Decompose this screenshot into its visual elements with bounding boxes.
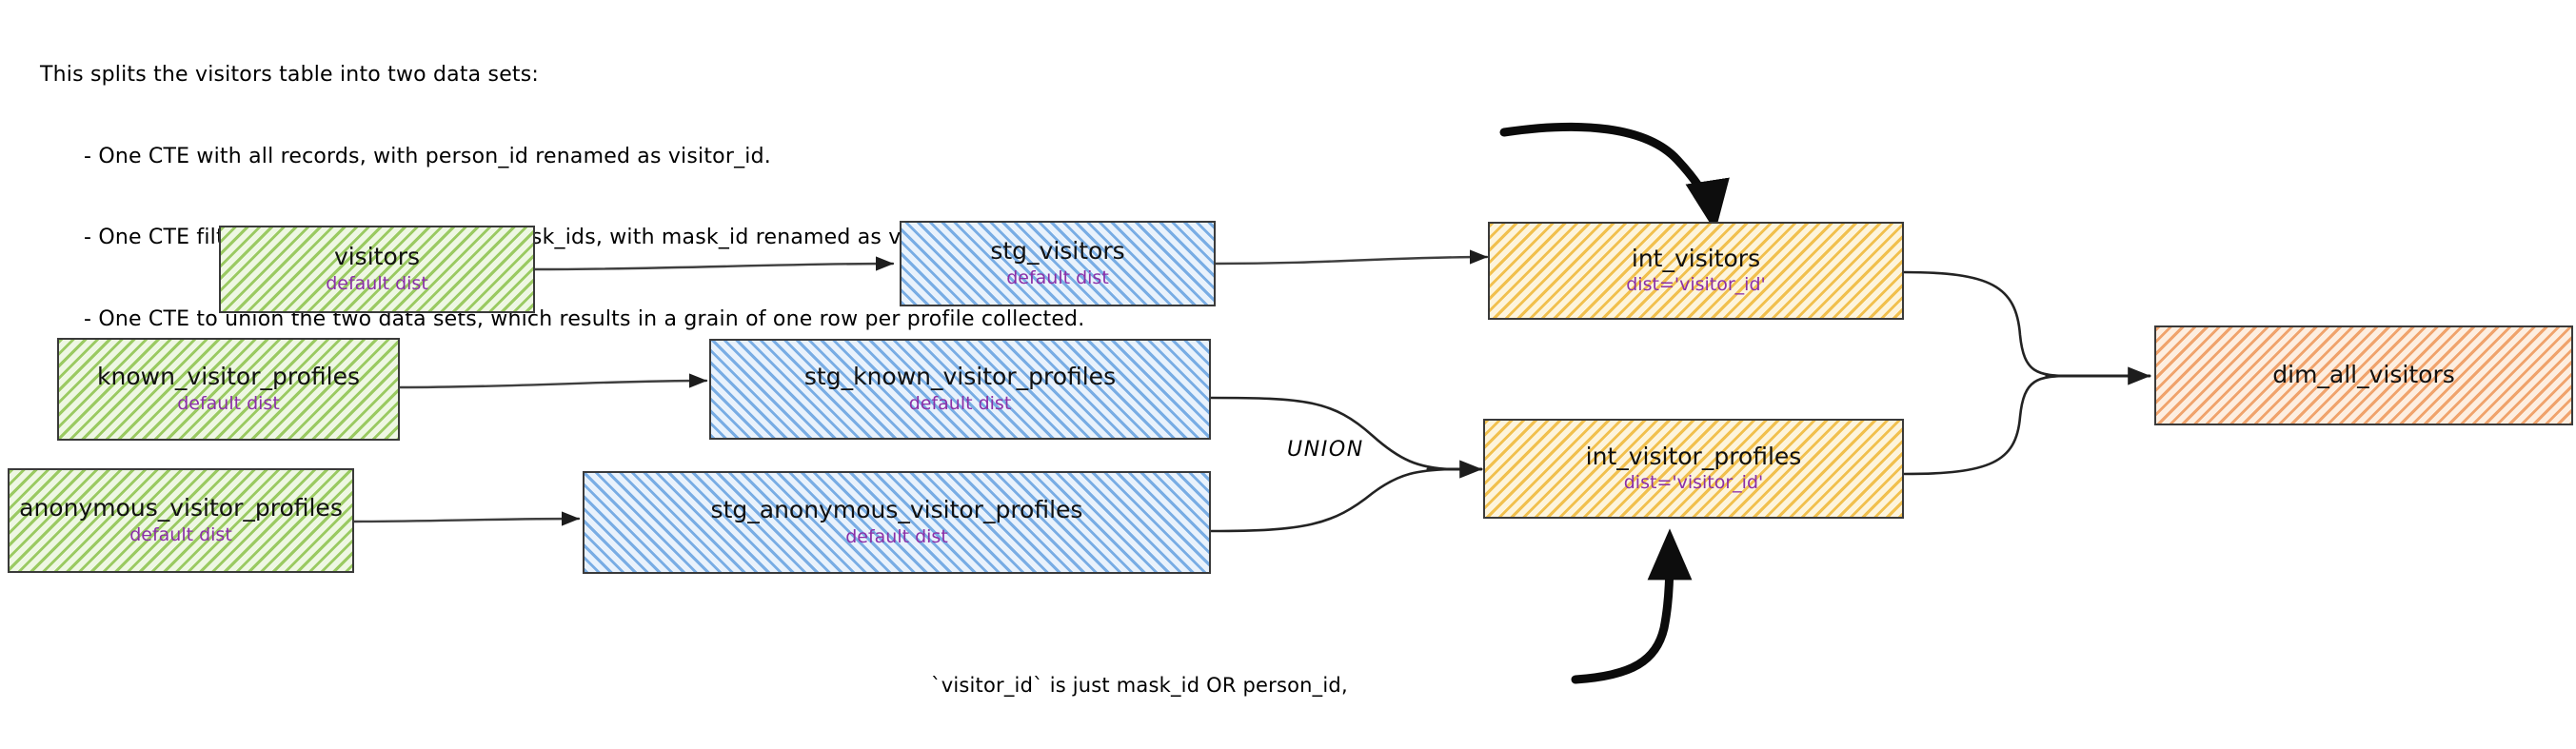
node-dim-all-visitors-title: dim_all_visitors — [2272, 361, 2455, 389]
node-stg-known-visitor-profiles-dist: default dist — [908, 392, 1012, 414]
edge-stg-visitors-to-int-visitors — [1214, 249, 1489, 266]
annotation-arrow-to-int-visitor-profiles — [1571, 528, 1693, 684]
node-stg-known-visitor-profiles[interactable]: stg_known_visitor_profiles default dist — [709, 339, 1211, 440]
edge-stg-anonymous-to-int-profiles — [1209, 467, 1453, 533]
node-known-visitor-profiles-dist: default dist — [177, 392, 280, 414]
node-anonymous-visitor-profiles[interactable]: anonymous_visitor_profiles default dist — [8, 468, 354, 573]
intro-note-line-1: This splits the visitors table into two … — [40, 63, 540, 87]
node-known-visitor-profiles-title: known_visitor_profiles — [97, 363, 360, 391]
node-int-visitors[interactable]: int_visitors dist='visitor_id' — [1488, 222, 1904, 320]
node-stg-visitors-title: stg_visitors — [990, 237, 1125, 266]
node-stg-anonymous-visitor-profiles-dist: default dist — [845, 525, 948, 547]
node-known-visitor-profiles[interactable]: known_visitor_profiles default dist — [57, 338, 400, 441]
edge-anonymous-to-stg-anonymous — [352, 511, 581, 526]
node-stg-anonymous-visitor-profiles-title: stg_anonymous_visitor_profiles — [710, 496, 1083, 524]
intro-note-line-2: - One CTE with all records, with person_… — [84, 144, 771, 168]
node-int-visitor-profiles-title: int_visitor_profiles — [1585, 442, 1802, 470]
node-stg-visitors-dist: default dist — [1006, 266, 1109, 288]
edge-int-visitor-profiles-to-dim — [1902, 374, 2073, 476]
bottom-note: `visitor_id` is just mask_id OR person_i… — [931, 619, 1402, 749]
node-stg-visitors[interactable]: stg_visitors default dist — [900, 221, 1216, 306]
node-anonymous-visitor-profiles-title: anonymous_visitor_profiles — [19, 494, 343, 522]
annotation-arrow-to-int-visitors — [1499, 122, 1730, 232]
intro-note-line-4: - One CTE to union the two data sets, wh… — [84, 306, 1085, 331]
node-stg-known-visitor-profiles-title: stg_known_visitor_profiles — [803, 363, 1117, 391]
edge-int-visitors-to-dim — [1902, 270, 2073, 378]
node-int-visitors-title: int_visitors — [1631, 244, 1761, 272]
bottom-note-line-1: `visitor_id` is just mask_id OR person_i… — [931, 674, 1348, 697]
node-anonymous-visitor-profiles-dist: default dist — [129, 523, 232, 545]
node-visitors[interactable]: visitors default dist — [219, 226, 535, 313]
node-int-visitor-profiles-dist: dist='visitor_id' — [1623, 472, 1764, 494]
node-int-visitor-profiles[interactable]: int_visitor_profiles dist='visitor_id' — [1483, 419, 1904, 519]
node-int-visitors-dist: dist='visitor_id' — [1626, 274, 1766, 296]
node-stg-anonymous-visitor-profiles[interactable]: stg_anonymous_visitor_profiles default d… — [583, 471, 1211, 574]
node-dim-all-visitors[interactable]: dim_all_visitors — [2154, 325, 2573, 425]
node-visitors-dist: default dist — [326, 272, 428, 294]
node-visitors-title: visitors — [333, 243, 421, 271]
intro-note: This splits the visitors table into two … — [40, 8, 1084, 387]
union-label: UNION — [1287, 438, 1364, 462]
